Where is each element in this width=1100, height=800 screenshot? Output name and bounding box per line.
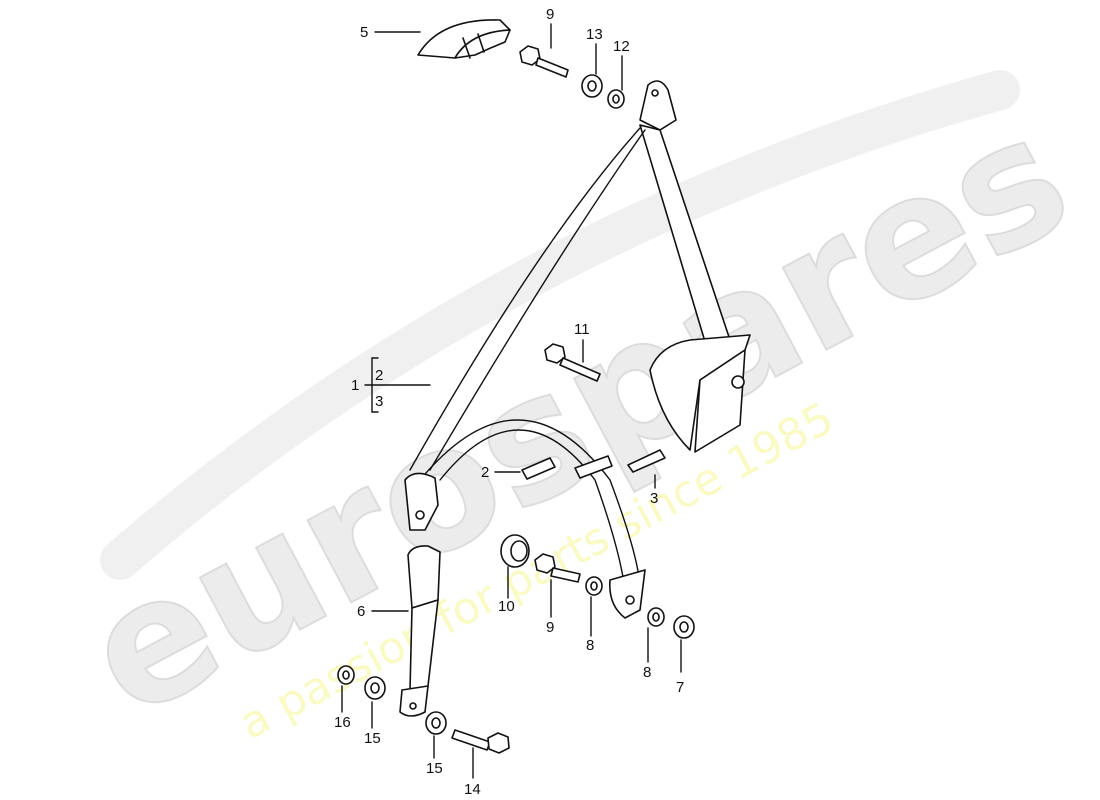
- callout-1: 1: [351, 377, 359, 394]
- clip-2[interactable]: [521, 457, 556, 480]
- callout-8-b: 8: [643, 664, 651, 681]
- bolt-lower[interactable]: [534, 553, 581, 583]
- callout-1-sub-3: 3: [375, 393, 383, 410]
- clip-on-belt[interactable]: [574, 455, 613, 479]
- callout-10: 10: [498, 598, 515, 615]
- watermark: eurospares a passion for parts since 198…: [55, 70, 1099, 757]
- bolt-top[interactable]: [519, 45, 569, 78]
- watermark-swoosh: [100, 70, 1020, 580]
- washers[interactable]: [337, 576, 695, 735]
- seat-belt-assembly[interactable]: [404, 80, 751, 619]
- bolt-retractor[interactable]: [544, 343, 601, 382]
- watermark-brand: eurospares: [56, 77, 1098, 756]
- clip-3[interactable]: [627, 449, 666, 473]
- bolt-buckle[interactable]: [451, 729, 510, 754]
- callout-2: 2: [481, 464, 489, 481]
- buckle-part[interactable]: [399, 545, 441, 717]
- callout-5: 5: [360, 24, 368, 41]
- callout-9-top: 9: [546, 6, 554, 23]
- callout-12: 12: [613, 38, 630, 55]
- callout-15-b: 15: [426, 760, 443, 777]
- callout-6: 6: [357, 603, 365, 620]
- leader-lines: [341, 23, 682, 779]
- cover-part[interactable]: [417, 19, 511, 59]
- callout-16: 16: [334, 714, 351, 731]
- callout-8-a: 8: [586, 637, 594, 654]
- callout-1-sub-2: 2: [375, 367, 383, 384]
- callout-labels: 5 9 13 12 11 1 2 3 2 3 6 10 9 8 8 7 16 1…: [334, 6, 684, 798]
- callout-11: 11: [574, 321, 590, 338]
- callout-15-a: 15: [364, 730, 381, 747]
- callout-9-lower: 9: [546, 619, 554, 636]
- callout-3: 3: [650, 490, 658, 507]
- callout-7: 7: [676, 679, 684, 696]
- callout-14: 14: [464, 781, 481, 798]
- callout-13: 13: [586, 26, 603, 43]
